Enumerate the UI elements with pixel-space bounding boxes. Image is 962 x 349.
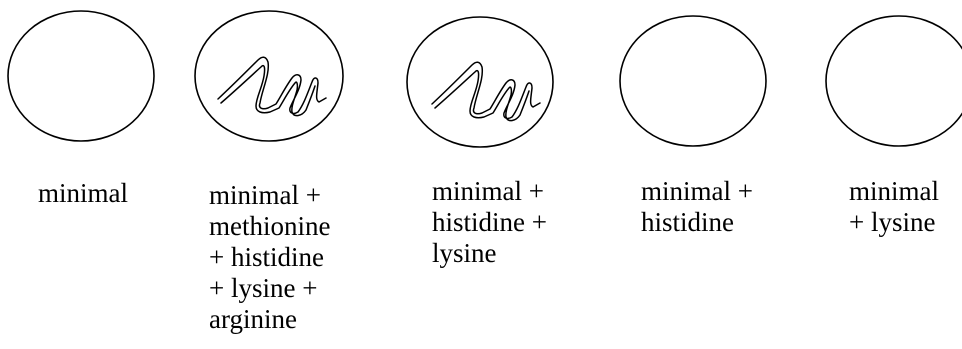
bacterial-growth-streak (217, 56, 327, 117)
plate-label-minimal-lysine: minimal + lysine (849, 176, 939, 237)
plate-label-minimal: minimal (38, 178, 128, 208)
bacterial-growth-streak (431, 61, 541, 122)
plate-label-minimal-histidine-lysine: minimal + histidine + lysine (432, 176, 547, 268)
petri-dish (194, 10, 344, 142)
plate-minimal-methionine-histidine-lysine-arginine (194, 10, 344, 142)
petri-dish (406, 16, 554, 148)
plate-label-minimal-methionine-histidine-lysine-arginine: minimal + methionine + histidine + lysin… (209, 180, 331, 334)
plate-minimal-histidine (619, 15, 767, 147)
plate-minimal-histidine-lysine (406, 16, 554, 148)
petri-dish (825, 15, 962, 147)
petri-dish (619, 15, 767, 147)
plate-minimal-lysine (825, 15, 962, 147)
petri-dish (7, 10, 155, 142)
plate-label-minimal-histidine: minimal + histidine (641, 176, 753, 237)
plate-minimal (7, 10, 155, 142)
